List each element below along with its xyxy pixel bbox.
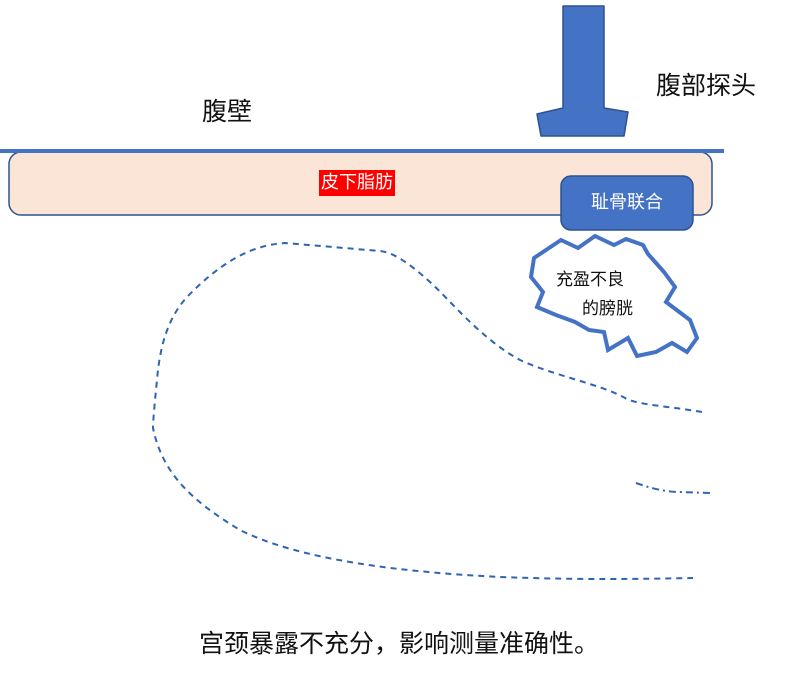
bladder-label-line2: 的膀胱: [582, 299, 633, 319]
pubic-symphysis-label: 耻骨联合: [591, 192, 663, 213]
subcutaneous-fat-label: 皮下脂肪: [319, 170, 395, 196]
diagram-caption: 宫颈暴露不充分，影响测量准确性。: [198, 629, 599, 658]
pubic-symphysis-shape: [560, 175, 694, 231]
bladder-label-line1: 充盈不良: [556, 270, 624, 290]
underfilled-bladder-outline: [528, 233, 700, 359]
abdominal-wall-label: 腹壁: [202, 97, 253, 126]
uterus-dashed-outline-upper: [151, 241, 703, 580]
abdominal-probe-label: 腹部探头: [656, 71, 757, 100]
cervix-dashed-segment: [635, 482, 711, 494]
abdominal-probe-shape: [536, 5, 629, 137]
